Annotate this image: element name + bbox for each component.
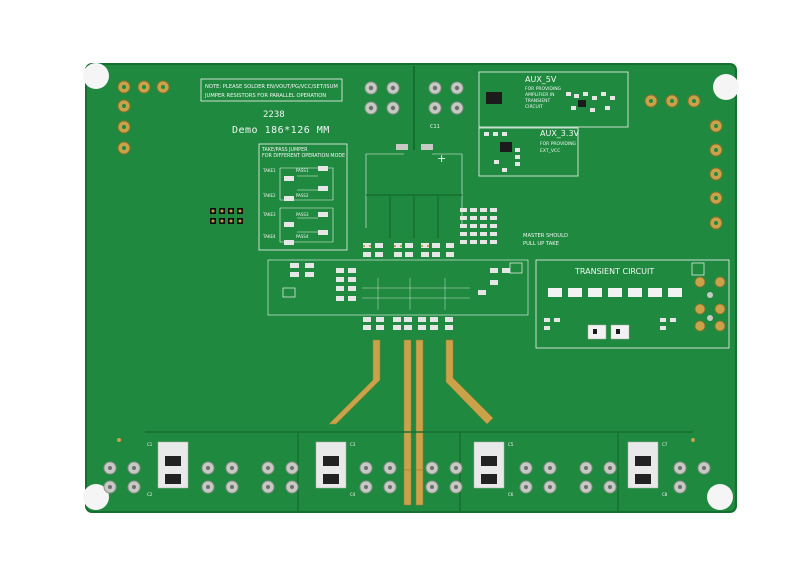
cap-label-c5: C5 — [508, 442, 514, 447]
mounting-hole-bottom-right — [707, 484, 733, 510]
output-filter-caps — [363, 317, 453, 330]
aux5-box — [478, 71, 629, 128]
cap-label-c8: C8 — [662, 492, 668, 497]
transient-signal-amp — [691, 262, 705, 276]
cap-label-c1: C1 — [147, 442, 153, 447]
transient-box — [535, 259, 730, 349]
controller-chip-left — [282, 287, 296, 298]
note-line-1: NOTE: PLEASE SOLDER EN/VOUT/PG/VCC/SET/I… — [205, 84, 338, 90]
plus-sign: + — [437, 152, 446, 165]
note-line-2: JUMPER RESISTORS FOR PARALLEL OPERATION — [204, 93, 326, 99]
cap-label-c4: C4 — [350, 492, 356, 497]
board-title: Demo 186*126 MM — [232, 125, 330, 136]
cap-label-c2: C2 — [147, 492, 153, 497]
cap-label-c6: C6 — [508, 492, 514, 497]
pass-label-2: PASS2 — [296, 193, 309, 198]
aux33-line-1: FOR PROVIDING — [540, 141, 577, 147]
aux5-line-3: TRANSIENT — [524, 98, 551, 104]
mounting-hole-bottom-left — [83, 484, 109, 510]
controller-components — [290, 263, 510, 301]
jumper-title-1: TAKE/PASS JUMPER — [261, 147, 308, 153]
aux5-line-1: FOR PROVIDING — [525, 86, 562, 92]
aux5-amp-chip — [578, 100, 586, 107]
transient-title: TRANSIENT CIRCUIT — [574, 267, 654, 276]
take-label-4: TAKE4 — [262, 234, 276, 239]
bulk-cap-pad-right — [421, 144, 433, 150]
aux5-regulator-chip — [486, 92, 502, 104]
pass-label-4: PASS4 — [296, 234, 309, 239]
fiducial-right — [691, 438, 695, 442]
controller-outline — [267, 259, 529, 316]
bulk-cap-outline — [365, 153, 463, 228]
center-resistor-array — [460, 208, 497, 244]
board-id: 2238 — [263, 110, 285, 120]
transient-resistors — [548, 288, 682, 297]
controller-chip-right — [509, 262, 523, 274]
aux5-title: AUX_5V — [525, 75, 557, 84]
aux33-regulator-chip — [500, 142, 512, 152]
note-box — [200, 78, 343, 102]
output-cap-stacks — [157, 441, 659, 489]
take-label-3: TAKE3 — [262, 212, 276, 217]
mounting-hole-top-left — [83, 63, 109, 89]
cap-label-c3: C3 — [350, 442, 356, 447]
jumper-title-2: FOR DIFFERENT OPERATION MODE — [262, 153, 345, 159]
c11-label: C11 — [430, 124, 440, 130]
pass-label-1: PASS1 — [296, 168, 309, 173]
bulk-cap-pad-left — [396, 144, 408, 150]
take-label-1: TAKE1 — [262, 168, 276, 173]
master-line-2: PULL UP TAKE — [523, 241, 559, 247]
aux5-line-2: AMPLIFIER IN — [525, 92, 555, 98]
take-label-2: TAKE2 — [262, 193, 276, 198]
transient-bnc-pads — [694, 276, 726, 332]
master-line-1: MASTER SHOULD — [523, 233, 568, 239]
jumper-box — [258, 143, 348, 251]
mounting-hole-top-right — [713, 74, 739, 100]
pcb-board-shade — [85, 63, 737, 513]
jumper-traces — [279, 167, 334, 243]
gold-power-traces — [328, 339, 494, 506]
aux33-line-2: EXT_VCC — [540, 148, 560, 154]
transient-small-parts — [544, 318, 676, 330]
aux33-title: AUX_3.3V — [540, 129, 580, 138]
cap-label-c7: C7 — [662, 442, 668, 447]
aux5-line-4: CIRCUIT — [525, 104, 543, 110]
fiducial-left — [117, 438, 121, 442]
aux33-box — [478, 127, 579, 177]
input-capacitor-row — [363, 243, 454, 257]
pass-label-3: PASS3 — [296, 212, 309, 217]
